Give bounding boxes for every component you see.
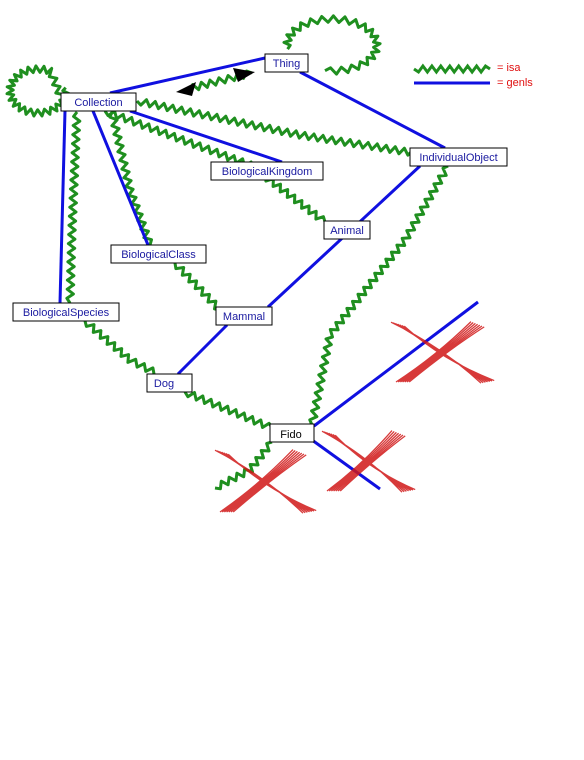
legend-isa-label: = isa: [497, 62, 521, 74]
node-biological-species[interactable]: BiologicalSpecies: [12, 302, 120, 322]
genls-collection-biologicalspecies: [58, 110, 67, 304]
node-biological-class-label: BiologicalClass: [121, 249, 196, 261]
node-collection[interactable]: Collection: [60, 92, 137, 112]
node-collection-label: Collection: [74, 97, 122, 109]
isa-dog-fido: [183, 391, 274, 429]
isa-collection-biologicalclass: [108, 111, 153, 246]
node-animal[interactable]: Animal: [323, 220, 371, 240]
arrow-head-right: [233, 68, 255, 82]
node-biological-class[interactable]: BiologicalClass: [110, 244, 207, 264]
node-animal-label: Animal: [330, 225, 364, 237]
genls-edges: [58, 56, 479, 491]
double-arrow: [176, 68, 255, 96]
node-dog[interactable]: Dog: [146, 373, 193, 393]
cross-mark-right: [390, 321, 495, 384]
cross-mark-center: [321, 430, 416, 493]
isa-edges: [5, 14, 449, 491]
genls-thing-individualobject: [299, 70, 446, 150]
node-thing[interactable]: Thing: [264, 53, 309, 73]
isa-collection-animal: [103, 109, 327, 223]
node-fido[interactable]: Fido: [269, 423, 315, 443]
genls-collection-biologicalclass: [91, 110, 150, 246]
isa-biologicalspecies-dog: [83, 320, 161, 378]
node-biological-kingdom[interactable]: BiologicalKingdom: [210, 161, 324, 181]
node-individual-object[interactable]: IndividualObject: [409, 147, 508, 167]
arrow-head-left: [176, 82, 196, 96]
node-biological-kingdom-label: BiologicalKingdom: [222, 166, 313, 178]
node-dog-label: Dog: [154, 378, 174, 390]
node-biological-species-label: BiologicalSpecies: [23, 307, 110, 319]
crossed-out-marks: [214, 321, 495, 514]
genls-mammal-dog: [176, 323, 229, 376]
genls-fido-crossed-down: [311, 438, 381, 491]
genls-collection-thing: [109, 56, 266, 95]
cross-mark-left: [214, 449, 317, 514]
isa-biologicalclass-mammal: [173, 262, 221, 312]
legend: = isa = genls: [413, 62, 533, 89]
node-thing-label: Thing: [273, 58, 301, 70]
genls-collection-biologicalkingdom: [129, 109, 283, 164]
node-mammal[interactable]: Mammal: [215, 306, 273, 326]
isa-loop-thing: [282, 14, 382, 76]
isa-individualobject-fido: [308, 164, 449, 426]
legend-genls-label: = genls: [497, 77, 533, 89]
node-mammal-label: Mammal: [223, 311, 265, 323]
node-fido-label: Fido: [280, 429, 301, 441]
legend-isa-line: [413, 63, 491, 75]
isa-loop-collection: [5, 64, 71, 118]
node-individual-object-label: IndividualObject: [419, 152, 497, 164]
genls-fido-crossed-up: [313, 300, 479, 428]
isa-collection-biologicalspecies: [65, 111, 82, 304]
isa-collection-individualobject: [135, 98, 441, 161]
